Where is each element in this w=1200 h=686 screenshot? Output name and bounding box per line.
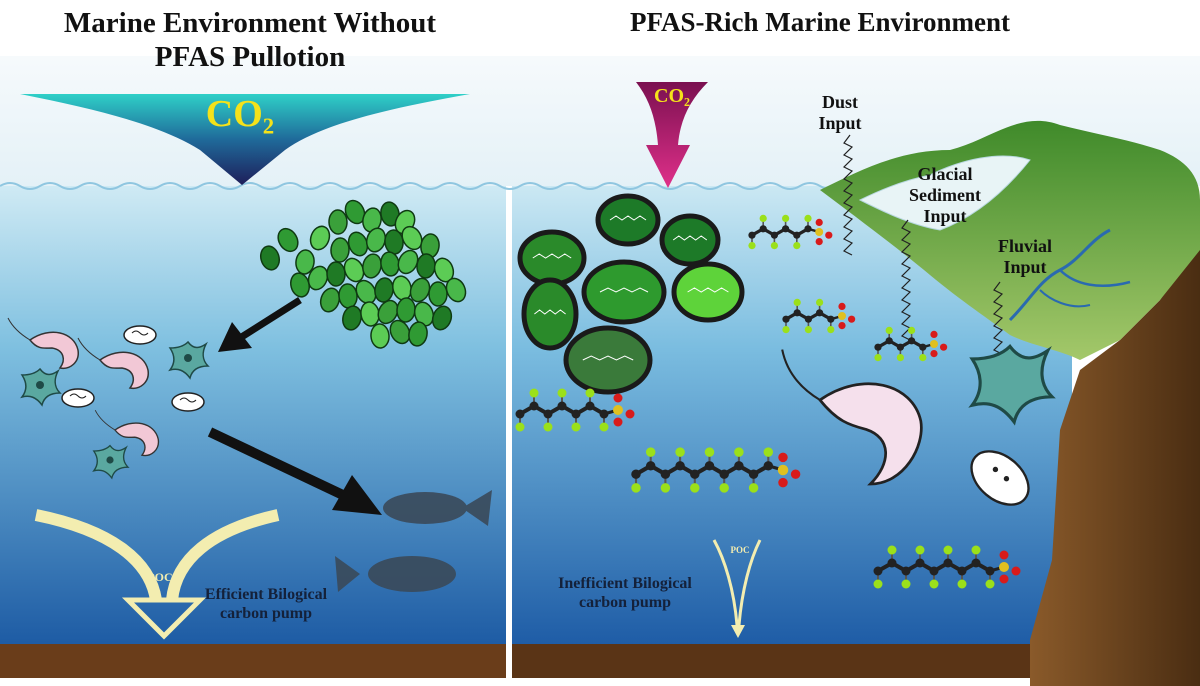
- inefficient-pump-line2: carbon pump: [578, 594, 672, 611]
- seafloor-right: [512, 644, 1072, 678]
- phytoplankton-cell: [362, 253, 382, 279]
- phytoplankton-cell: [295, 249, 315, 275]
- pfas-cell: [581, 259, 667, 325]
- pfas-cell: [595, 193, 661, 247]
- phytoplankton-cell: [408, 321, 428, 347]
- phytoplankton-cell: [370, 323, 390, 349]
- dust-input-label: Dust Input: [805, 92, 875, 134]
- pfas-laden-phytoplankton: [517, 193, 745, 395]
- phytoplankton-cell: [431, 305, 453, 331]
- arrow-zooplankton-to-fish: [207, 427, 382, 515]
- seafloor-left: [0, 644, 506, 678]
- left-title: Marine Environment Without PFAS Pullotio…: [10, 6, 490, 74]
- phytoplankton-cell: [309, 225, 331, 251]
- fluvial-line2: Input: [1003, 257, 1047, 277]
- inefficient-pump-line1: Inefficient Bilogical: [558, 575, 692, 592]
- arrow-phyto-to-zooplankton: [218, 297, 302, 352]
- poc-label-left: POC: [147, 570, 173, 584]
- phytoplankton-cell: [277, 227, 299, 253]
- phytoplankton-cell: [428, 281, 448, 307]
- phytoplankton-cell: [401, 225, 423, 251]
- phytoplankton-cell: [377, 299, 399, 325]
- phytoplankton-cell: [330, 237, 350, 263]
- protozoa-icon: [20, 367, 62, 407]
- efficient-pump-line1: Efficient Bilogical: [204, 586, 328, 603]
- fish-icon: [335, 490, 492, 592]
- phytoplankton-cell: [307, 265, 329, 291]
- pfas-cell: [521, 277, 579, 351]
- dust-input-path: [842, 134, 854, 256]
- co2-label-left: CO₂: [205, 93, 275, 135]
- sea-surface: [0, 182, 841, 190]
- phytoplankton-cell: [397, 249, 419, 275]
- efficient-pump-label: Efficient Bilogical carbon pump: [176, 585, 356, 623]
- phytoplankton-cell: [328, 209, 348, 235]
- bacterium-icon: [171, 392, 205, 412]
- phytoplankton-cluster: [259, 199, 467, 349]
- pfas-molecules: [515, 214, 1021, 589]
- shrimp-icon: [7, 317, 79, 370]
- pfas-cell: [659, 213, 721, 267]
- inefficient-pump-label: Inefficient Bilogical carbon pump: [520, 574, 730, 612]
- phytoplankton-cell: [319, 287, 341, 313]
- co2-arrow-left: [20, 94, 470, 185]
- protozoa-icon: [92, 444, 130, 480]
- phytoplankton-cell: [326, 261, 346, 287]
- phytoplankton-cell: [380, 201, 400, 227]
- shrimp-icon: [94, 409, 160, 457]
- zooplankton-group: [7, 317, 210, 480]
- bacterium-icon: [123, 325, 157, 345]
- fluvial-line1: Fluvial: [997, 236, 1052, 256]
- shrimp-icon: [77, 337, 149, 390]
- river-branch: [1039, 289, 1091, 308]
- pfas-molecule-icon: [515, 388, 635, 432]
- pfas-cell: [563, 325, 653, 395]
- glacial-line1: Glacial: [917, 164, 973, 184]
- dust-line1: Dust: [821, 92, 858, 112]
- pfas-molecule-icon: [748, 214, 833, 250]
- glacier: [858, 155, 1031, 231]
- glacial-input-label: Glacial Sediment Input: [895, 164, 995, 227]
- poc-arrow-right: [712, 539, 762, 638]
- glacial-input-path: [900, 219, 912, 341]
- phytoplankton-cell: [259, 245, 281, 271]
- co2-arrow-right: [636, 82, 708, 188]
- bacterium-icon: [61, 388, 95, 408]
- phytoplankton-cell: [413, 301, 435, 327]
- dust-line2: Input: [818, 113, 862, 133]
- protozoa-icon: [168, 340, 210, 380]
- panel-divider: [506, 186, 512, 686]
- pfas-molecule-icon: [631, 447, 801, 493]
- river-branch: [1059, 269, 1131, 288]
- pfas-molecule-icon: [782, 298, 856, 334]
- glacial-line2: Sediment: [909, 185, 981, 205]
- phytoplankton-cell: [389, 319, 411, 345]
- pfas-molecule-icon: [873, 545, 1021, 589]
- phytoplankton-cell: [445, 277, 467, 303]
- co2-label-right: CO₂: [654, 85, 690, 107]
- pfas-molecule-icon: [874, 326, 948, 362]
- efficient-pump-line2: carbon pump: [219, 605, 313, 622]
- poc-arrow-left: [34, 509, 280, 640]
- pfas-shrimp-icon: [781, 349, 923, 486]
- coastal-cliff: [1030, 240, 1200, 686]
- poc-label-right: POC: [730, 545, 750, 555]
- fluvial-input-label: Fluvial Input: [985, 236, 1065, 278]
- pfas-cell: [517, 229, 587, 287]
- phytoplankton-cell: [344, 199, 366, 225]
- right-title: PFAS-Rich Marine Environment: [630, 7, 1010, 37]
- left-title-line1: Marine Environment Without: [63, 7, 437, 39]
- pfas-cell: [671, 261, 745, 323]
- pfas-protozoa-icon: [968, 344, 1056, 426]
- phytoplankton-cell: [342, 305, 362, 331]
- pfas-laden-organisms: [781, 344, 1056, 506]
- glacial-line3: Input: [923, 206, 967, 226]
- pfas-bacterium-icon: [970, 450, 1030, 506]
- left-title-line2: PFAS Pullotion: [154, 41, 346, 73]
